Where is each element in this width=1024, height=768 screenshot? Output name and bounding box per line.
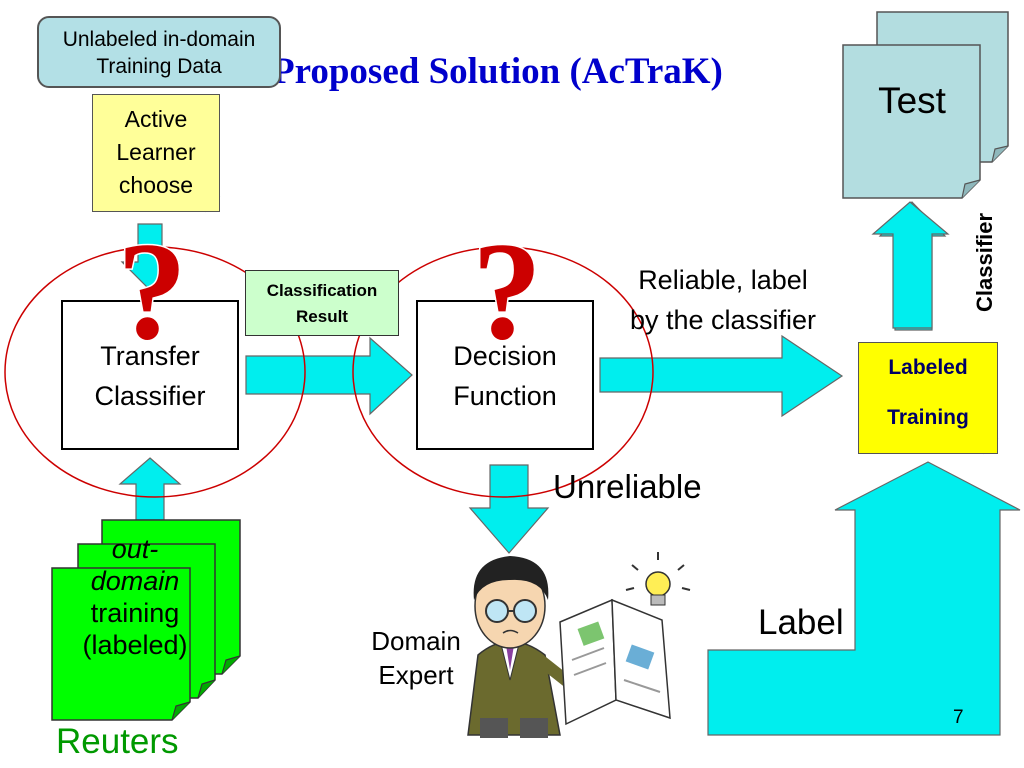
reliable-line2: by the classifier: [629, 305, 817, 335]
test-documents: [842, 11, 1009, 199]
classification-result-line1: Classification: [266, 281, 378, 300]
labeled-training-line1: Labeled: [888, 356, 968, 379]
classification-result-line2: Result: [296, 307, 348, 326]
transfer-highlight-ellipse: [4, 246, 306, 498]
active-learner-note: Active Learner choose: [92, 94, 220, 212]
decision-highlight-ellipse: [352, 246, 654, 498]
active-learner-line1: Active: [124, 106, 188, 132]
transfer-classifier-box: Transfer Classifier: [61, 300, 239, 450]
transfer-classifier-line1: Transfer: [100, 341, 200, 371]
out-domain-line2: domain: [90, 566, 180, 596]
slide-title: Proposed Solution (AcTraK): [272, 51, 723, 92]
decision-to-labeled-arrow: [599, 334, 844, 418]
decision-to-expert-arrow: [468, 464, 550, 554]
page-number: 7: [953, 707, 964, 728]
reliable-label: Reliable, label by the classifier: [598, 260, 848, 340]
active-learner-line2: Learner: [116, 139, 196, 165]
decision-function-line2: Function: [453, 381, 557, 411]
active-learner-line3: choose: [118, 172, 194, 198]
labeled-training-line2: Training: [887, 406, 969, 429]
out-domain-documents: [51, 519, 241, 721]
reuters-label: Reuters: [56, 722, 179, 761]
classifier-up-arrow-shape: [871, 201, 950, 329]
domain-expert-line1: Domain: [371, 626, 461, 656]
domain-expert-figure: [467, 556, 671, 738]
unreliable-label: Unreliable: [553, 468, 702, 505]
decision-function-line1: Decision: [453, 341, 557, 371]
transfer-to-decision-arrow: [245, 336, 413, 416]
test-label: Test: [878, 80, 946, 121]
decision-function-box: Decision Function: [416, 300, 594, 450]
domain-expert-line2: Expert: [378, 660, 454, 690]
unlabeled-data-box: Unlabeled in-domain Training Data: [37, 16, 281, 88]
out-domain-text: out- domain training (labeled): [55, 533, 215, 661]
unlabeled-data-line1: Unlabeled in-domain: [62, 28, 256, 51]
unlabeled-data-line2: Training Data: [96, 55, 222, 78]
active-learner-down-arrow: [120, 223, 180, 291]
classification-result-note: Classification Result: [245, 270, 399, 336]
out-domain-line4: (labeled): [82, 630, 188, 660]
label-arrow-label: Label: [758, 603, 844, 642]
domain-expert-label: Domain Expert: [356, 624, 476, 692]
out-domain-line1: out-: [111, 534, 159, 564]
transfer-classifier-line2: Classifier: [94, 381, 206, 411]
label-return-arrow: [707, 461, 1021, 736]
lightbulb-icon: [625, 552, 691, 606]
out-domain-up-arrow: [118, 457, 182, 521]
reliable-line1: Reliable, label: [638, 265, 808, 295]
labeled-training-note: Labeled Training: [858, 342, 998, 454]
out-domain-line3: training: [90, 598, 180, 628]
